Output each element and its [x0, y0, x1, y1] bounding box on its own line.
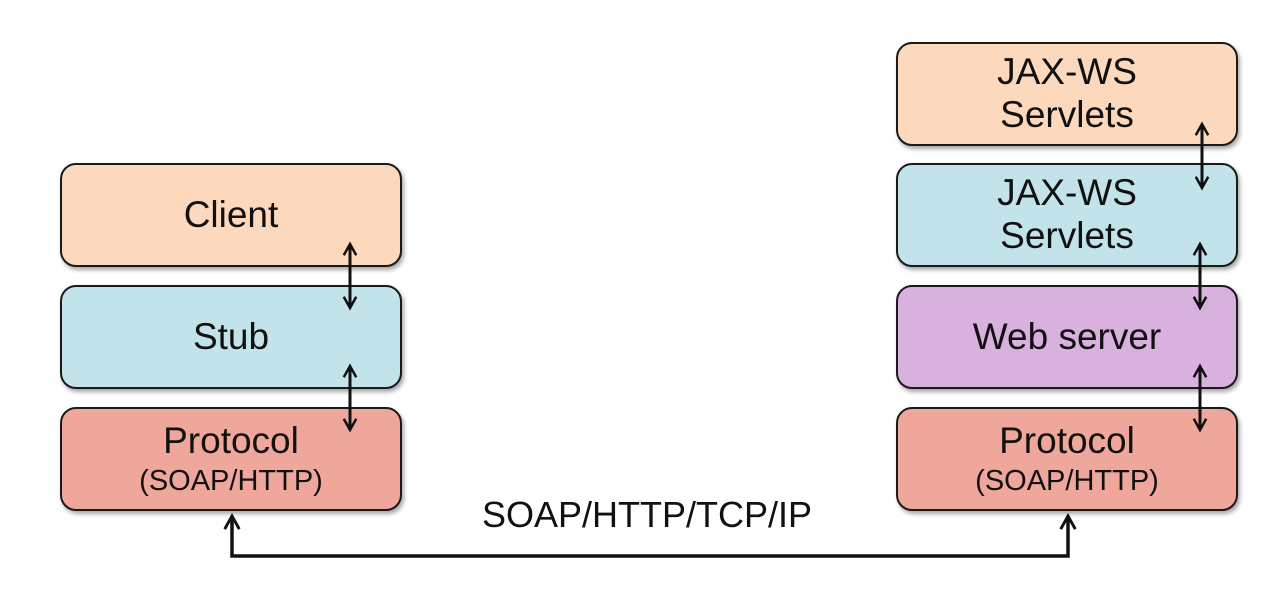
jaxws-top-line2: Servlets	[1000, 94, 1134, 135]
client-protocol-box: Protocol (SOAP/HTTP)	[60, 407, 402, 511]
server-protocol-label: Protocol	[999, 420, 1135, 462]
server-protocol-box: Protocol (SOAP/HTTP)	[896, 407, 1238, 511]
stub-box: Stub	[60, 285, 402, 389]
jaxws-top-line1: JAX-WS	[997, 51, 1137, 93]
server-protocol-sublabel: (SOAP/HTTP)	[975, 464, 1159, 497]
connection-label: SOAP/HTTP/TCP/IP	[482, 494, 813, 535]
web-server-box: Web server	[896, 285, 1238, 389]
client-label: Client	[183, 193, 279, 235]
client-protocol-sublabel: (SOAP/HTTP)	[139, 464, 323, 497]
client-protocol-label: Protocol	[163, 420, 299, 462]
jaxws-servlets-top-box: JAX-WS Servlets	[896, 42, 1238, 146]
jaxws-servlets-second-box: JAX-WS Servlets	[896, 163, 1238, 267]
jaxws-second-line1: JAX-WS	[997, 172, 1137, 214]
web-server-label: Web server	[972, 315, 1162, 357]
client-box: Client	[60, 163, 402, 267]
stub-label: Stub	[192, 315, 270, 357]
jaxws-second-line2: Servlets	[1000, 215, 1134, 256]
